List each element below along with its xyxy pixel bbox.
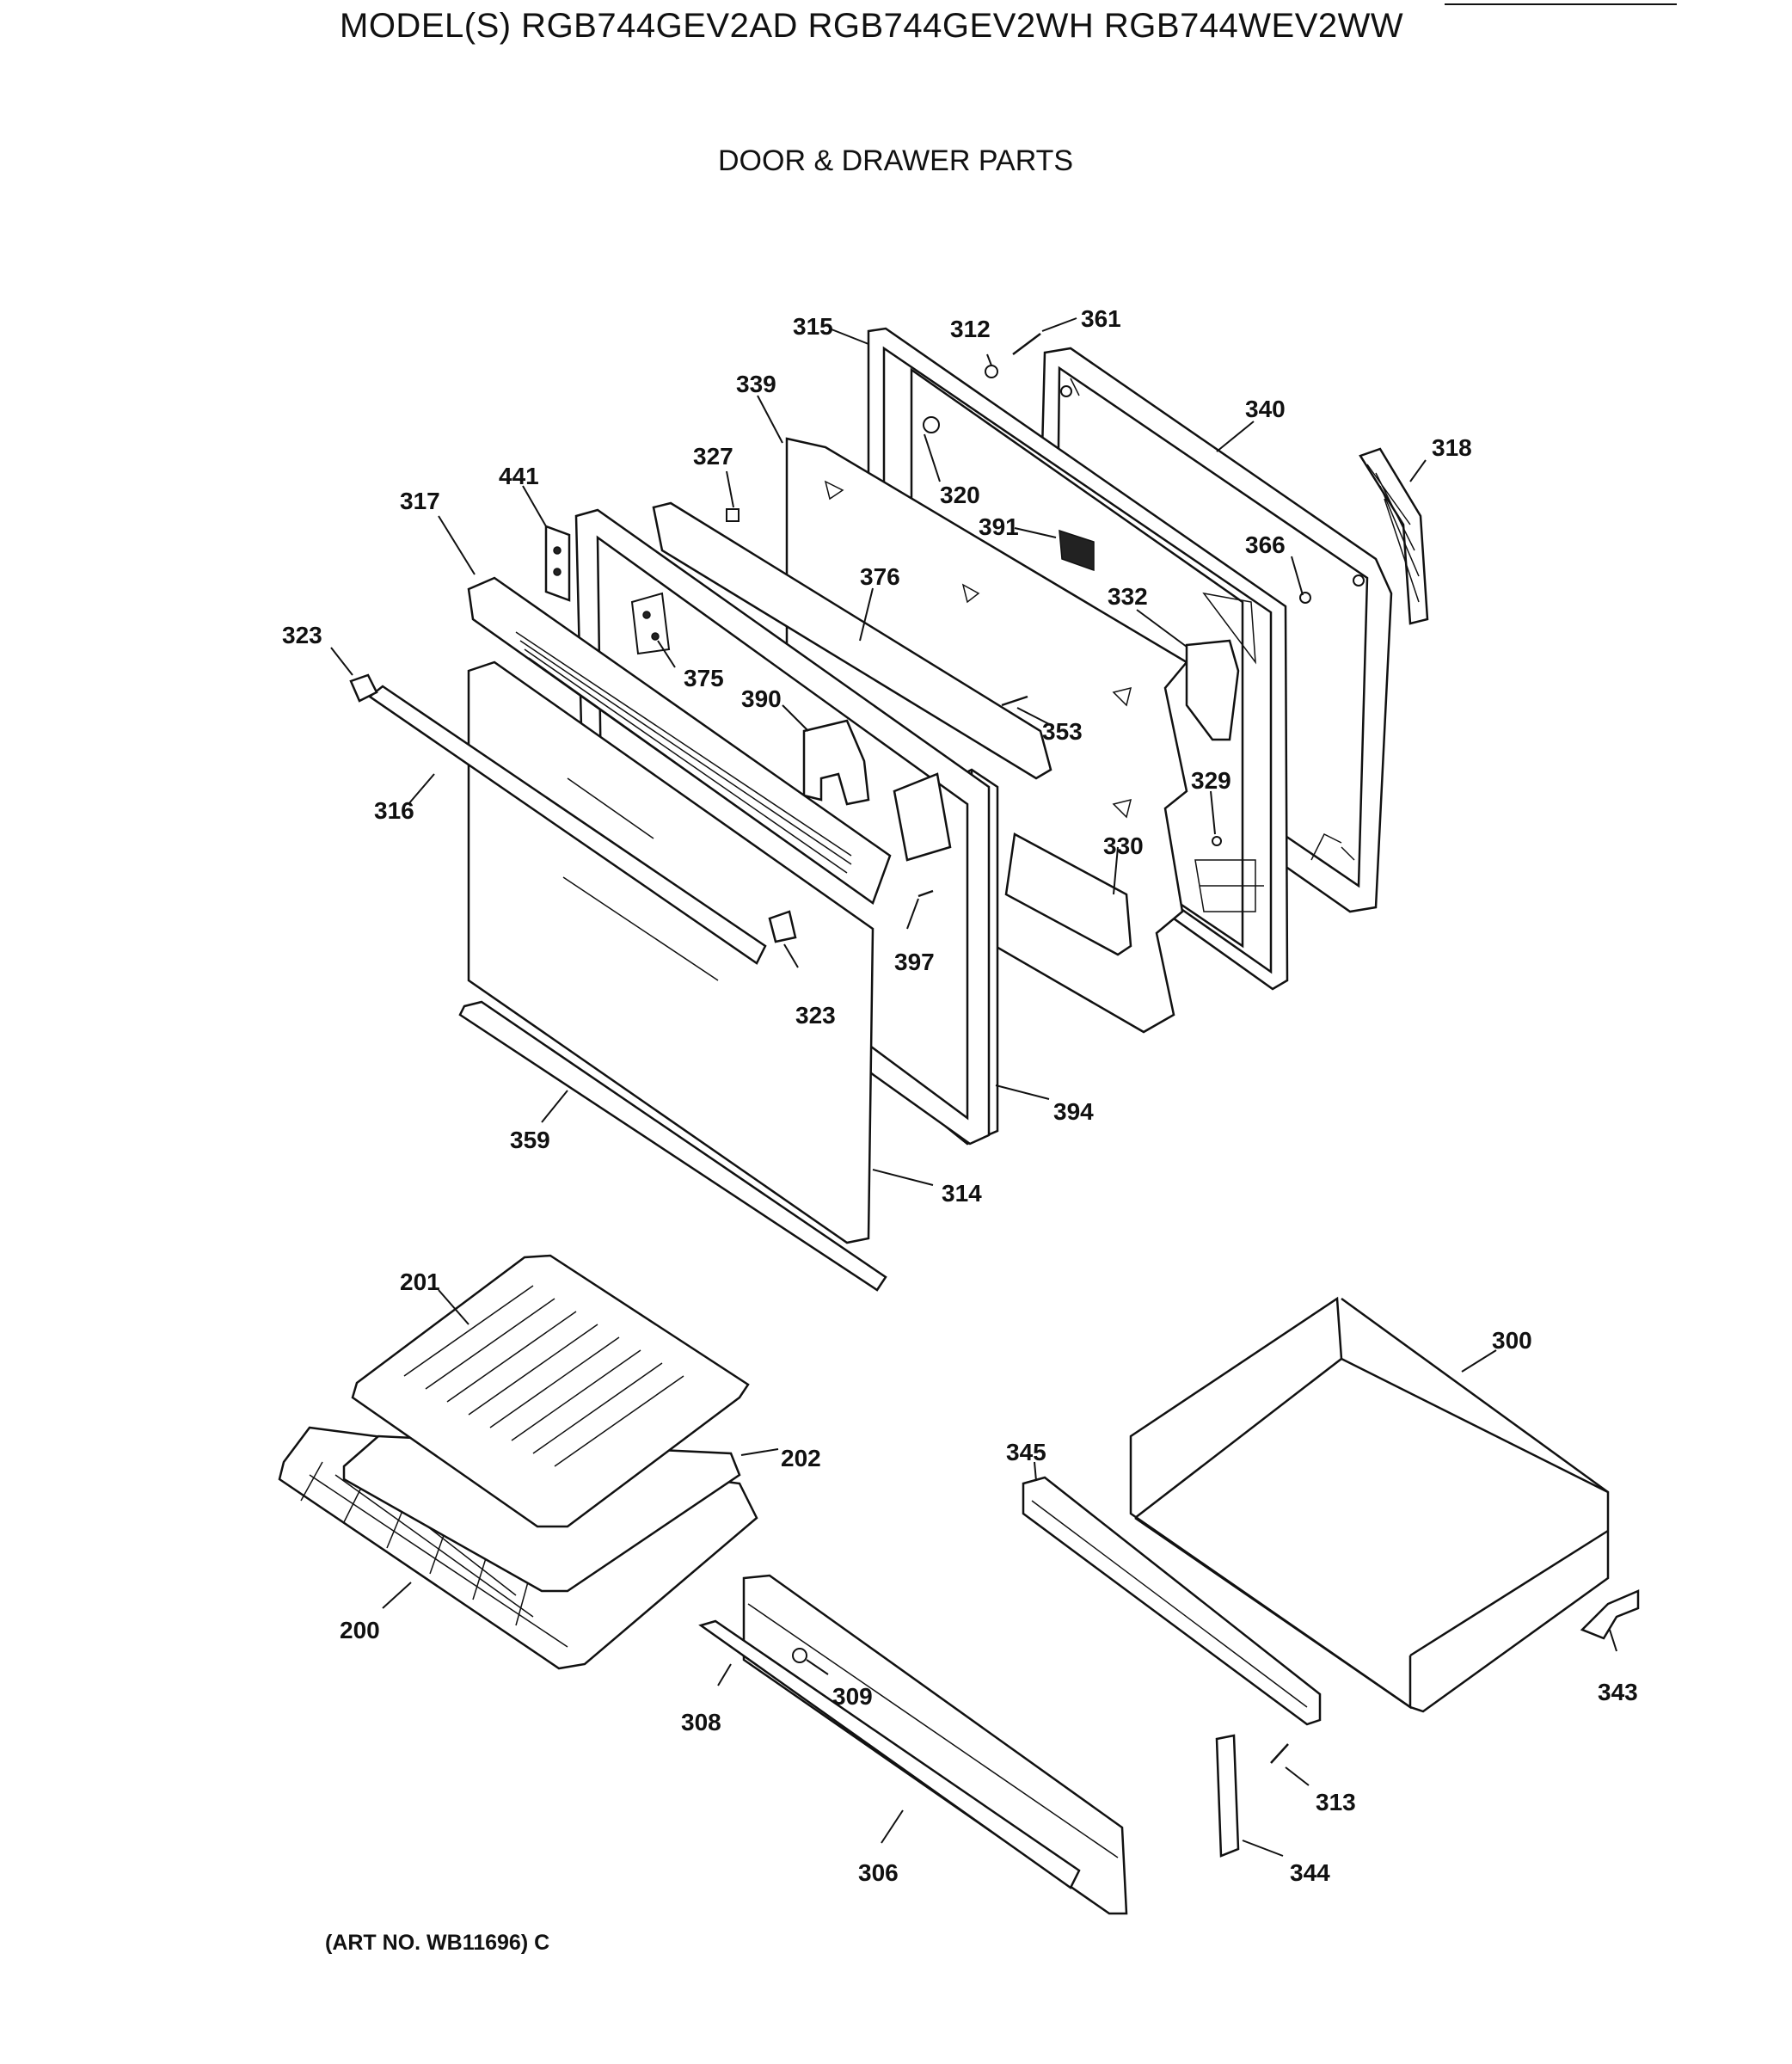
part-343-drawer-stop (1580, 1589, 1640, 1640)
callout-323-left: 323 (282, 622, 322, 648)
part-317-vent-trim (467, 576, 892, 905)
callout-306: 306 (858, 1859, 899, 1886)
callout-394: 394 (1053, 1098, 1094, 1125)
callout-316: 316 (374, 797, 414, 824)
callout-315: 315 (793, 313, 833, 340)
callout-361: 361 (1081, 305, 1121, 332)
part-332-bracket (1185, 639, 1240, 741)
callout-353: 353 (1042, 718, 1083, 745)
art-number: (ART NO. WB11696) C (325, 1931, 550, 1955)
callout-397: 397 (894, 949, 935, 975)
part-300-drawer-body (1129, 1296, 1610, 1713)
part-330-vent-strip (1004, 832, 1132, 956)
part-318-vent-screen (1359, 447, 1429, 625)
callout-323-right: 323 (795, 1002, 836, 1029)
callout-314: 314 (942, 1180, 982, 1207)
callout-330: 330 (1103, 832, 1144, 859)
callout-340: 340 (1245, 396, 1286, 422)
callout-441: 441 (499, 463, 539, 489)
callout-317: 317 (400, 488, 440, 514)
callout-376: 376 (860, 563, 900, 590)
part-306-drawer-front (742, 1574, 1128, 1915)
callout-308: 308 (681, 1709, 721, 1735)
callout-320: 320 (940, 482, 980, 508)
callout-345: 345 (1006, 1439, 1046, 1465)
callout-201: 201 (400, 1268, 440, 1295)
callout-359: 359 (510, 1127, 550, 1153)
callout-202: 202 (781, 1445, 821, 1471)
part-390-latch-plate (802, 719, 870, 806)
header-rule (1445, 3, 1677, 5)
callout-332: 332 (1108, 583, 1148, 610)
part-313-screw (1270, 1743, 1289, 1764)
part-323-end-cap-left (349, 673, 378, 703)
part-359-bottom-trim (458, 1000, 887, 1292)
callout-313: 313 (1316, 1789, 1356, 1815)
callout-329: 329 (1191, 767, 1231, 794)
callout-375: 375 (684, 665, 724, 691)
part-376-side-channel (652, 501, 1052, 780)
callout-309: 309 (832, 1683, 873, 1710)
part-308-drawer-handle (698, 1619, 1081, 1889)
callout-343: 343 (1598, 1679, 1638, 1705)
part-201-broiler-grid (351, 1254, 750, 1528)
callout-344: 344 (1290, 1859, 1330, 1886)
callout-327: 327 (693, 443, 733, 470)
part-316-door-handle (367, 685, 767, 965)
part-314-outer-door-glass (467, 660, 875, 1244)
callout-339: 339 (736, 371, 776, 397)
diagram-title: DOOR & DRAWER PARTS (718, 144, 1074, 177)
part-441-hinge-bracket (544, 525, 571, 602)
callout-200: 200 (340, 1617, 380, 1643)
part-344-slide-rail (1215, 1734, 1240, 1858)
callout-300: 300 (1492, 1327, 1532, 1354)
part-345-drawer-slide (1022, 1476, 1322, 1726)
callout-391: 391 (979, 513, 1019, 540)
part-309-fastener (792, 1648, 807, 1663)
part-323-end-cap-right (768, 910, 797, 943)
callout-318: 318 (1432, 434, 1472, 461)
callout-312: 312 (950, 316, 991, 342)
model-list-heading: MODEL(S) RGB744GEV2AD RGB744GEV2WH RGB74… (340, 7, 1404, 45)
part-hinge-block (893, 772, 952, 862)
callout-390: 390 (741, 685, 782, 712)
callout-366: 366 (1245, 531, 1286, 558)
callout-leader-lines (330, 317, 1617, 1857)
